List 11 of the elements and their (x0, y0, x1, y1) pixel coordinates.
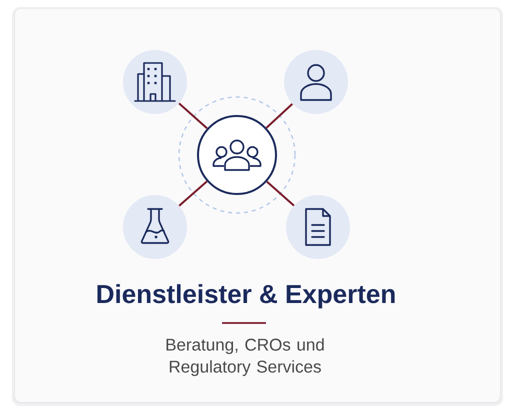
title: Dienstleister & Experten (97, 284, 395, 308)
icon-circle (286, 195, 350, 259)
center-circle (197, 115, 277, 195)
connector-line (266, 103, 294, 129)
subtitle: Beratung, CROs und Regulatory Services (166, 338, 324, 376)
icon-circle (284, 50, 348, 114)
icon-circle (123, 50, 187, 114)
icon-circle (123, 195, 187, 259)
connector-line (178, 180, 208, 207)
connector-line (178, 102, 208, 130)
connector-line (266, 180, 295, 206)
